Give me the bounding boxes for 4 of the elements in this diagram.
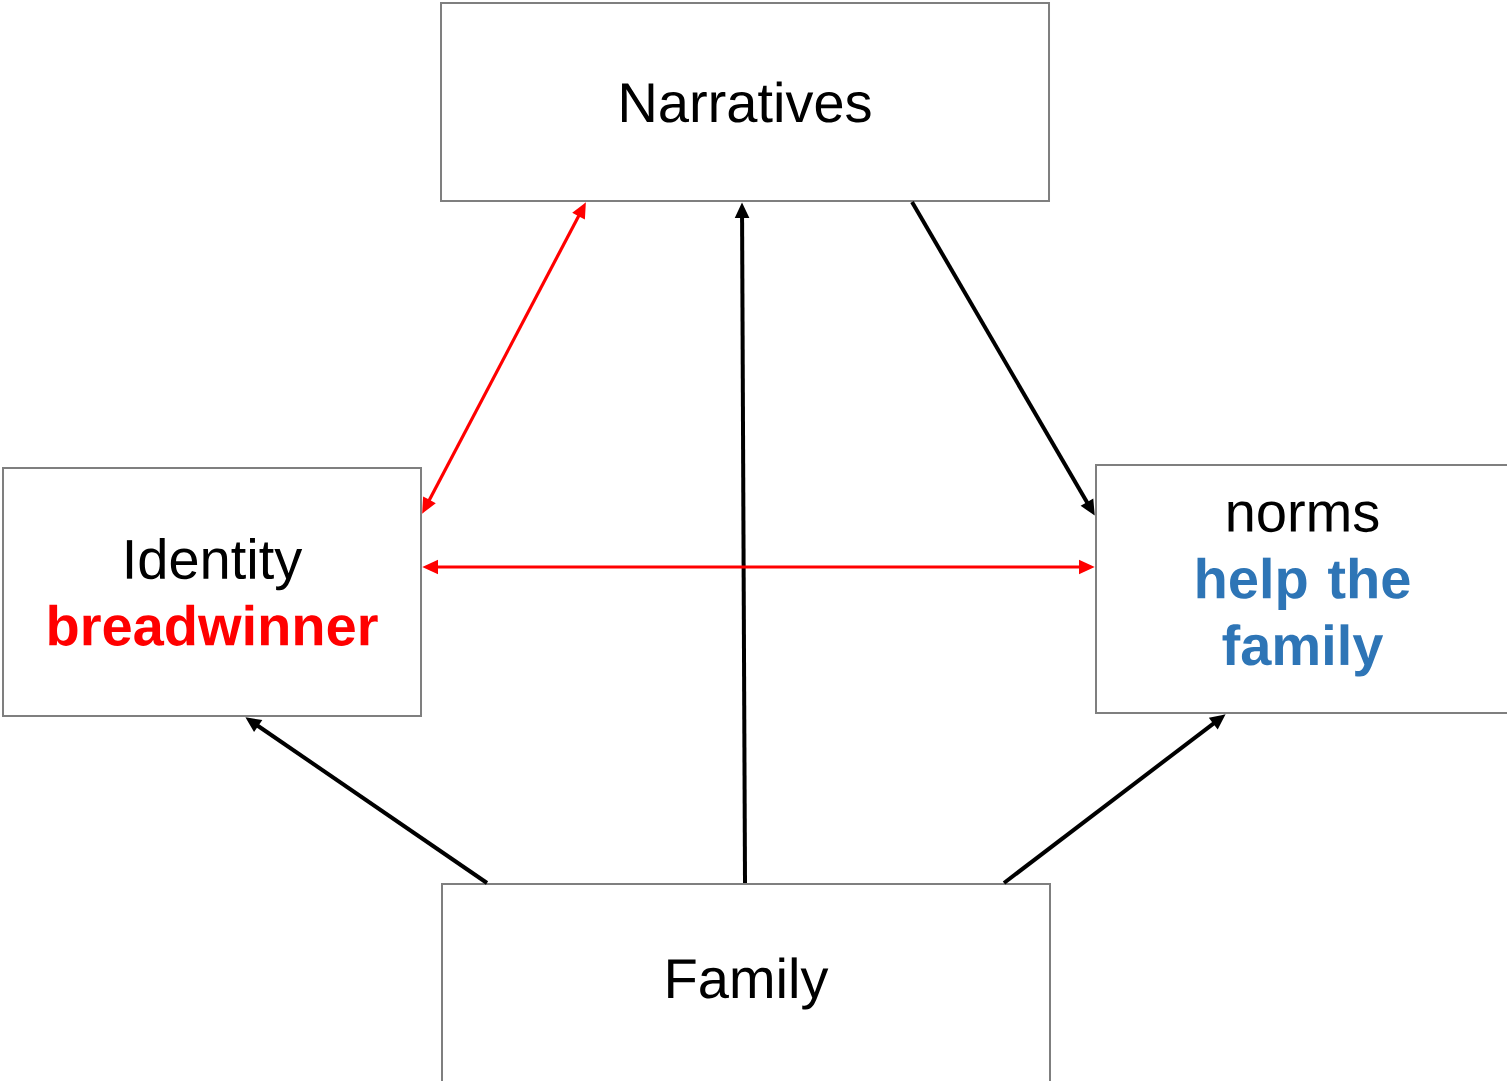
concept-box: Identity breadwinner (2, 467, 422, 717)
concept-box: Family (441, 883, 1051, 1081)
concept-box: Narratives (440, 2, 1050, 202)
concept-box: norms help the family (1095, 464, 1507, 714)
